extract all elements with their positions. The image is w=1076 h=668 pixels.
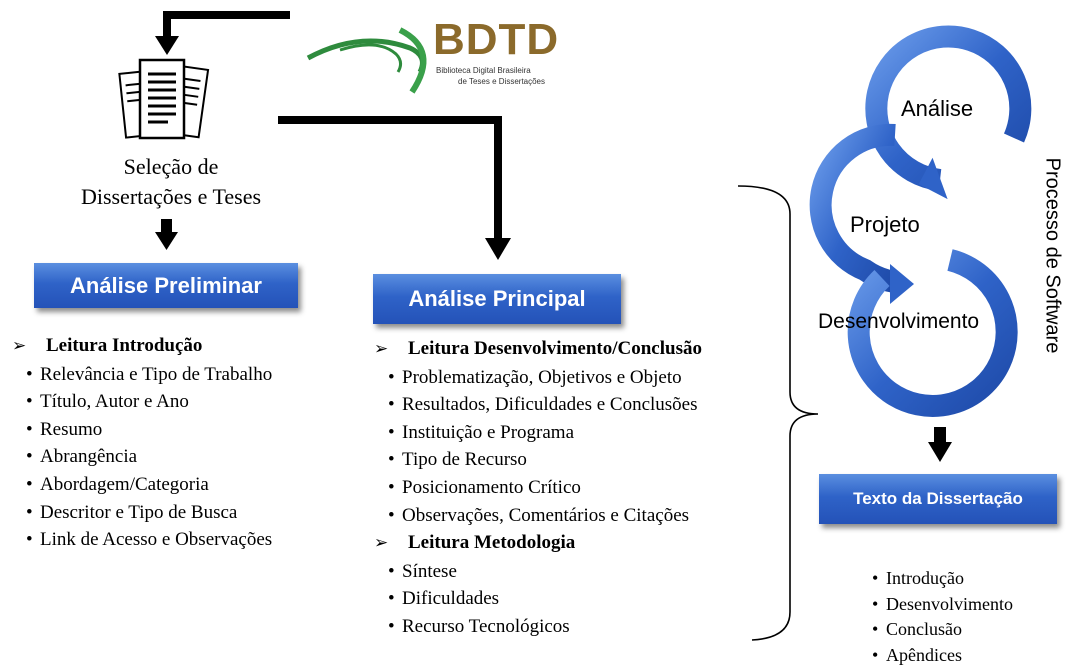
documents-icon xyxy=(118,52,213,147)
list-item: Desenvolvimento xyxy=(858,592,1013,618)
texto-dissertacao-title: Texto da Dissertação xyxy=(819,474,1057,524)
analise-preliminar-title: Análise Preliminar xyxy=(34,263,298,308)
list-item: Observações, Comentários e Citações xyxy=(374,502,702,530)
list-item: Dificuldades xyxy=(374,585,702,613)
principal-heading-1: Leitura Desenvolvimento/Conclusão xyxy=(374,335,702,364)
cycle-stage-analise: Análise xyxy=(901,96,973,122)
list-item: Link de Acesso e Observações xyxy=(12,526,272,554)
list-item: Relevância e Tipo de Trabalho xyxy=(12,361,272,389)
list-item: Instituição e Programa xyxy=(374,419,702,447)
list-item: Introdução xyxy=(858,566,1013,592)
preliminar-list: Leitura Introdução Relevância e Tipo de … xyxy=(12,332,272,554)
bdtd-logo-subtitle-2: de Teses e Dissertações xyxy=(458,77,545,86)
list-item: Abrangência xyxy=(12,443,272,471)
arrow-to-analise-preliminar xyxy=(155,219,178,250)
cycle-side-label: Processo de Software xyxy=(1041,146,1064,366)
selection-line-2: Dissertações e Teses xyxy=(40,182,302,212)
list-item: Posicionamento Crítico xyxy=(374,474,702,502)
selection-text: Seleção de Dissertações e Teses xyxy=(40,152,302,212)
arrow-to-analise-principal xyxy=(278,120,511,260)
principal-heading-2: Leitura Metodologia xyxy=(374,529,702,558)
cycle-stage-desenvolvimento: Desenvolvimento xyxy=(818,310,979,334)
list-item: Problematização, Objetivos e Objeto xyxy=(374,364,702,392)
bdtd-logo-subtitle-1: Biblioteca Digital Brasileira xyxy=(436,66,531,75)
list-item: Tipo de Recurso xyxy=(374,446,702,474)
list-item: Recurso Tecnológicos xyxy=(374,613,702,641)
principal-list: Leitura Desenvolvimento/Conclusão Proble… xyxy=(374,335,702,641)
list-item: Conclusão xyxy=(858,617,1013,643)
analise-principal-title: Análise Principal xyxy=(373,274,621,324)
cycle-stage-projeto: Projeto xyxy=(850,212,920,238)
list-item: Síntese xyxy=(374,558,702,586)
arrow-bdtd-to-documents xyxy=(155,15,290,55)
selection-line-1: Seleção de xyxy=(40,152,302,182)
list-item: Abordagem/Categoria xyxy=(12,471,272,499)
bdtd-swoosh-icon xyxy=(300,10,440,100)
bdtd-logo-name: BDTD xyxy=(433,16,559,64)
preliminar-heading: Leitura Introdução xyxy=(12,332,272,361)
list-item: Resultados, Dificuldades e Conclusões xyxy=(374,391,702,419)
list-item: Título, Autor e Ano xyxy=(12,388,272,416)
list-item: Apêndices xyxy=(858,643,1013,668)
texto-list: Introdução Desenvolvimento Conclusão Apê… xyxy=(858,566,1013,668)
list-item: Descritor e Tipo de Busca xyxy=(12,499,272,527)
bdtd-logo: BDTD Biblioteca Digital Brasileira de Te… xyxy=(300,10,550,100)
list-item: Resumo xyxy=(12,416,272,444)
